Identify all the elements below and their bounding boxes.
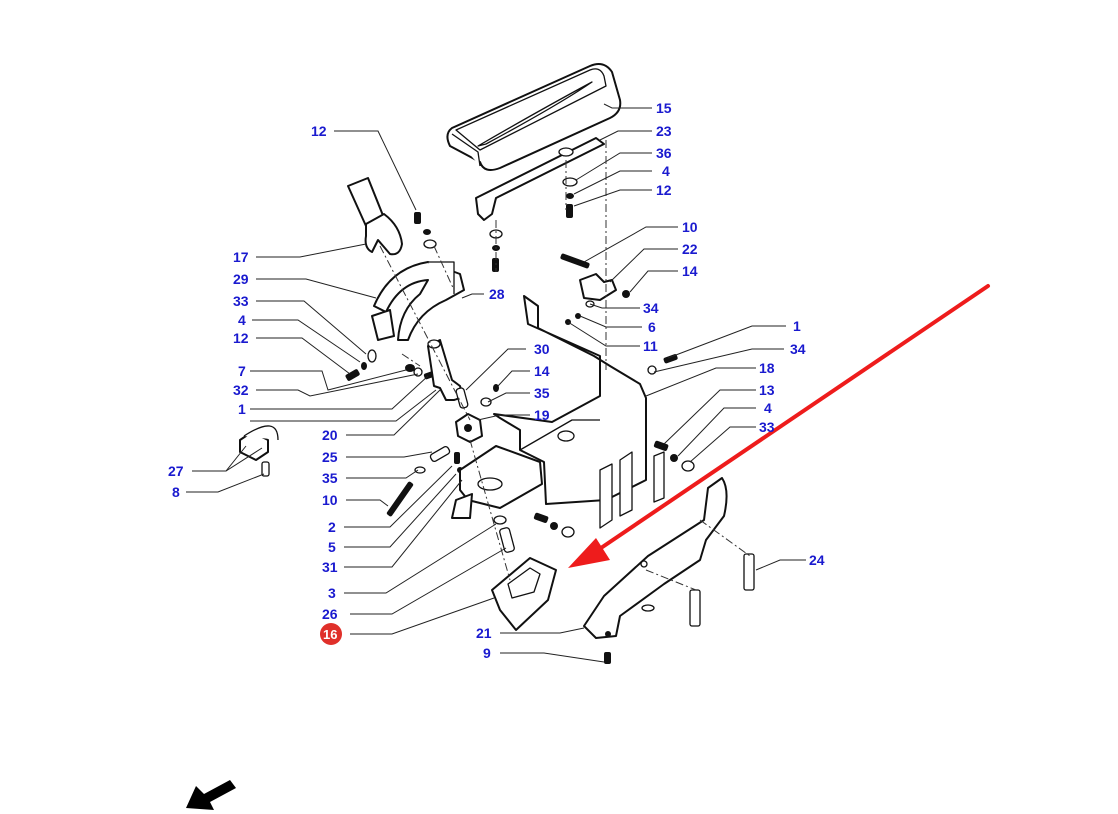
callout-34[interactable]: 34 [643, 300, 659, 316]
callout-12[interactable]: 12 [233, 330, 249, 346]
callout-26[interactable]: 26 [322, 606, 338, 622]
callout-4[interactable]: 4 [764, 400, 772, 416]
callout-10[interactable]: 10 [682, 219, 698, 235]
part-lower-hardware [493, 354, 695, 553]
callout-19[interactable]: 19 [534, 407, 550, 423]
callout-9[interactable]: 9 [483, 645, 491, 661]
callout-12[interactable]: 12 [656, 182, 672, 198]
part-curved-guide[interactable] [371, 261, 465, 341]
part-armrest-cushion[interactable] [446, 63, 622, 171]
callout-35[interactable]: 35 [322, 470, 338, 486]
part-side-bracket-21[interactable] [583, 477, 728, 664]
callout-33[interactable]: 33 [233, 293, 249, 309]
part-bolt-12-top [414, 212, 437, 249]
callout-15[interactable]: 15 [656, 100, 672, 116]
orientation-arrow-icon [186, 780, 236, 810]
red-pointer-arrow [568, 284, 990, 568]
callout-23[interactable]: 23 [656, 123, 672, 139]
callout-36[interactable]: 36 [656, 145, 672, 161]
callout-33[interactable]: 33 [759, 419, 775, 435]
part-control-lever[interactable] [347, 177, 403, 256]
callout-7[interactable]: 7 [238, 363, 246, 379]
callout-3[interactable]: 3 [328, 585, 336, 601]
callout-11[interactable]: 11 [643, 338, 658, 354]
callout-35[interactable]: 35 [534, 385, 550, 401]
callout-14[interactable]: 14 [534, 363, 550, 379]
callout-12[interactable]: 12 [311, 123, 327, 139]
callout-2[interactable]: 2 [328, 519, 336, 535]
callout-4[interactable]: 4 [238, 312, 246, 328]
callout-10[interactable]: 10 [322, 492, 338, 508]
part-spring-30 [455, 384, 499, 409]
part-clip-27[interactable] [239, 425, 279, 477]
leader-lines [186, 103, 806, 663]
callout-8[interactable]: 8 [172, 484, 180, 500]
part-bracket-22[interactable] [560, 253, 630, 325]
callout-4[interactable]: 4 [662, 163, 670, 179]
part-spacers-24[interactable] [689, 553, 755, 627]
callout-labels: 12 17 29 33 4 12 7 32 1 20 27 8 25 35 10… [168, 100, 825, 661]
callout-1[interactable]: 1 [238, 401, 246, 417]
callout-31[interactable]: 31 [322, 559, 338, 575]
callout-29[interactable]: 29 [233, 271, 249, 287]
callout-5[interactable]: 5 [328, 539, 336, 555]
part-pivot-block-19[interactable] [455, 413, 483, 443]
callout-22[interactable]: 22 [682, 241, 698, 257]
callout-17[interactable]: 17 [233, 249, 249, 265]
part-main-frame[interactable] [451, 295, 665, 529]
callout-28[interactable]: 28 [489, 286, 505, 302]
callout-34[interactable]: 34 [790, 341, 806, 357]
callout-20[interactable]: 20 [322, 427, 338, 443]
part-gate-bolts-left [345, 349, 437, 381]
callout-27[interactable]: 27 [168, 463, 184, 479]
highlight-badge[interactable] [320, 623, 342, 645]
callout-30[interactable]: 30 [534, 341, 550, 357]
callout-18[interactable]: 18 [759, 360, 775, 376]
callout-13[interactable]: 13 [759, 382, 775, 398]
part-small-hardware [386, 445, 465, 517]
callout-32[interactable]: 32 [233, 382, 249, 398]
callout-16-highlighted[interactable]: 16 [323, 627, 337, 642]
callout-25[interactable]: 25 [322, 449, 338, 465]
callout-24[interactable]: 24 [809, 552, 825, 568]
callout-1[interactable]: 1 [793, 318, 801, 334]
callout-14[interactable]: 14 [682, 263, 698, 279]
callout-6[interactable]: 6 [648, 319, 656, 335]
part-armrest-bracket[interactable] [475, 137, 605, 221]
part-cover-16[interactable] [491, 557, 557, 631]
callout-21[interactable]: 21 [476, 625, 492, 641]
